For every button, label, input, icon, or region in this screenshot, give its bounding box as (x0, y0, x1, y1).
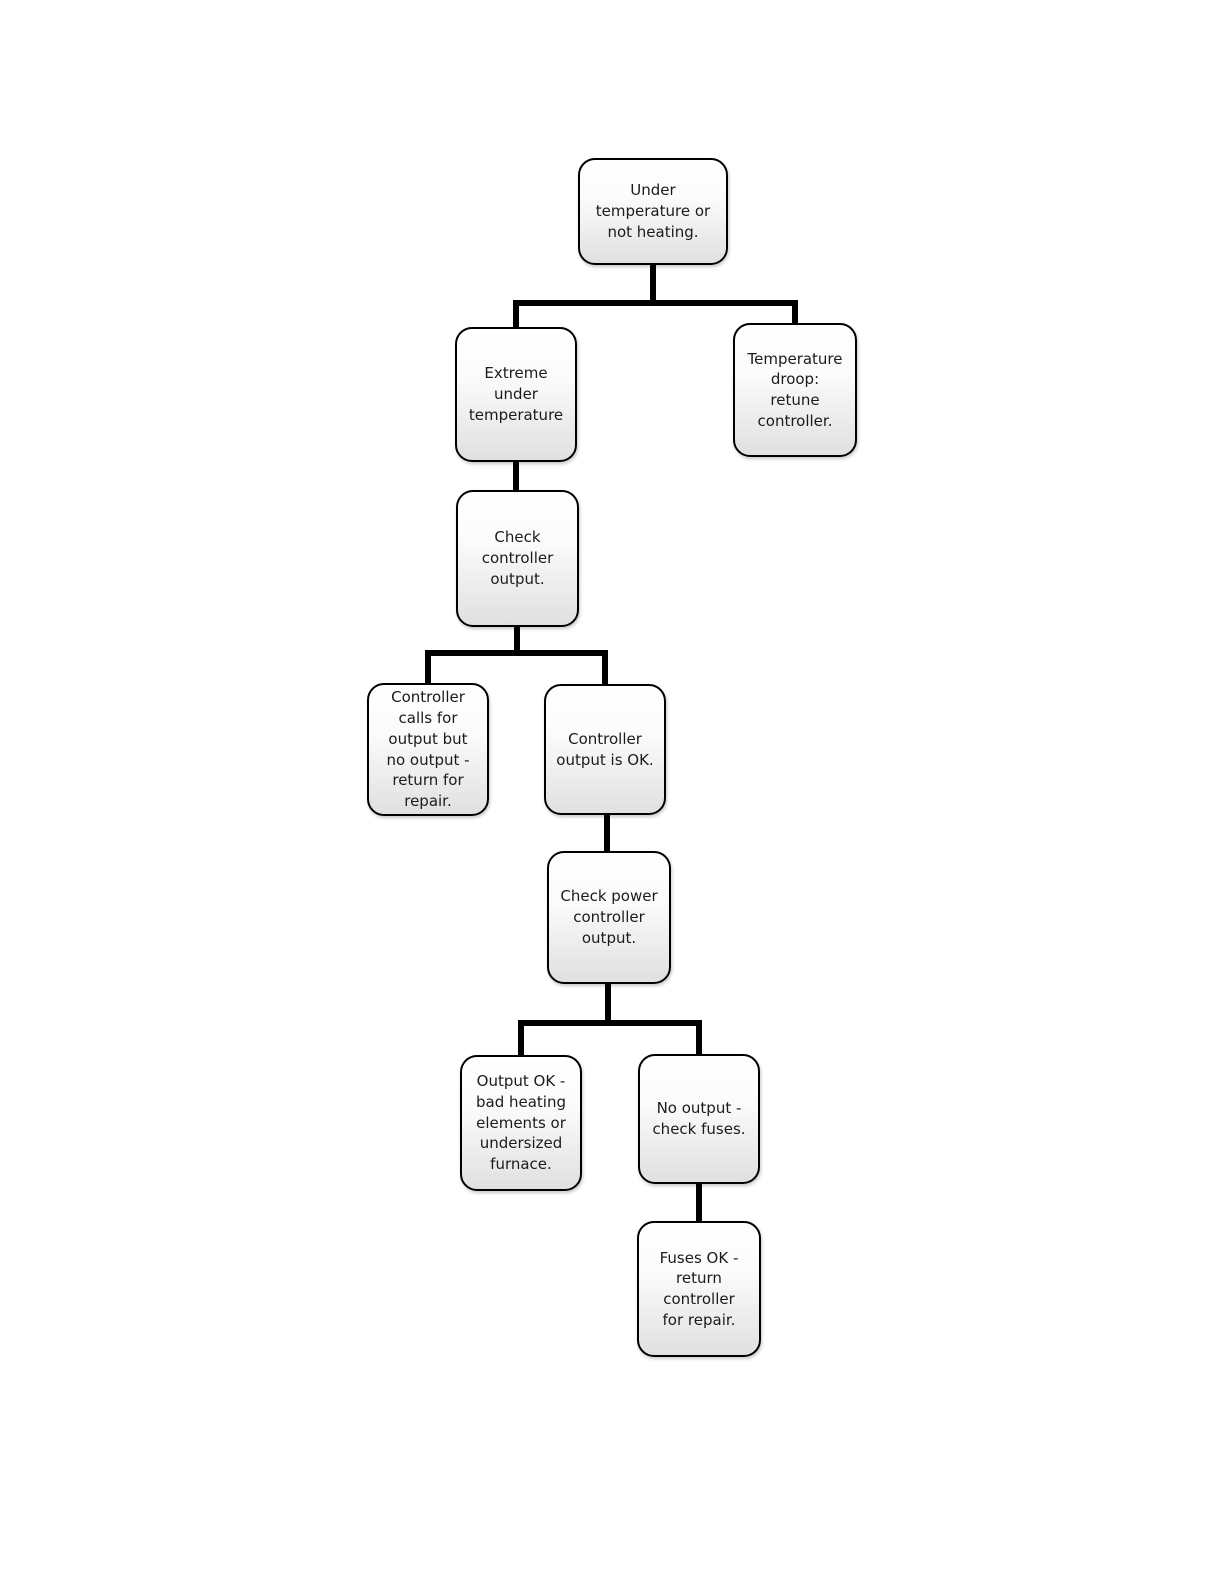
node-no-controller-output-repair: Controller calls for output but no outpu… (367, 683, 489, 816)
node-check-power-controller-output-label: Check power controller output. (560, 887, 658, 947)
node-under-temperature: Under temperature or not heating. (578, 158, 728, 265)
node-temperature-droop-label: Temperature droop: retune controller. (747, 349, 843, 430)
node-no-output-check-fuses: No output - check fuses. (638, 1054, 760, 1184)
connector-outputok-to-checkpower (604, 813, 610, 854)
node-no-output-check-fuses-label: No output - check fuses. (652, 1099, 746, 1138)
connector-branch2-bar (425, 650, 608, 656)
node-fuses-ok-return-controller-label: Fuses OK - return controller for repair. (659, 1248, 739, 1329)
connector-branch1-bar (513, 300, 798, 306)
node-bad-heating-elements: Output OK - bad heating elements or unde… (460, 1055, 582, 1191)
node-controller-output-ok-label: Controller output is OK. (556, 729, 654, 769)
connector-root-stem (650, 263, 656, 306)
connector-branch3-bar (518, 1020, 702, 1026)
connector-extreme-to-check (513, 460, 519, 493)
node-controller-output-ok: Controller output is OK. (544, 684, 666, 815)
connector-fuses-to-fusesok (696, 1182, 702, 1224)
node-check-controller-output: Check controller output. (456, 490, 579, 627)
connector-branch3-drop-fuses (696, 1020, 702, 1056)
connector-checkpower-stem (605, 982, 611, 1026)
node-no-controller-output-repair-label: Controller calls for output but no outpu… (386, 688, 470, 810)
connector-branch1-drop-droop (792, 300, 798, 327)
node-check-power-controller-output: Check power controller output. (547, 851, 671, 984)
node-temperature-droop: Temperature droop: retune controller. (733, 323, 857, 457)
connector-branch3-drop-elements (518, 1020, 524, 1058)
node-bad-heating-elements-label: Output OK - bad heating elements or unde… (475, 1072, 566, 1174)
connector-branch2-drop-norepair (425, 650, 431, 686)
node-check-controller-output-label: Check controller output. (481, 528, 554, 588)
node-fuses-ok-return-controller: Fuses OK - return controller for repair. (637, 1221, 761, 1357)
node-extreme-under-temperature: Extreme under temperature (455, 327, 577, 462)
node-under-temperature-label: Under temperature or not heating. (595, 181, 711, 241)
node-extreme-under-temperature-label: Extreme under temperature (468, 364, 564, 424)
connector-branch2-drop-outputok (602, 650, 608, 687)
connector-check-stem (514, 625, 520, 656)
connector-branch1-drop-extreme (513, 300, 519, 331)
